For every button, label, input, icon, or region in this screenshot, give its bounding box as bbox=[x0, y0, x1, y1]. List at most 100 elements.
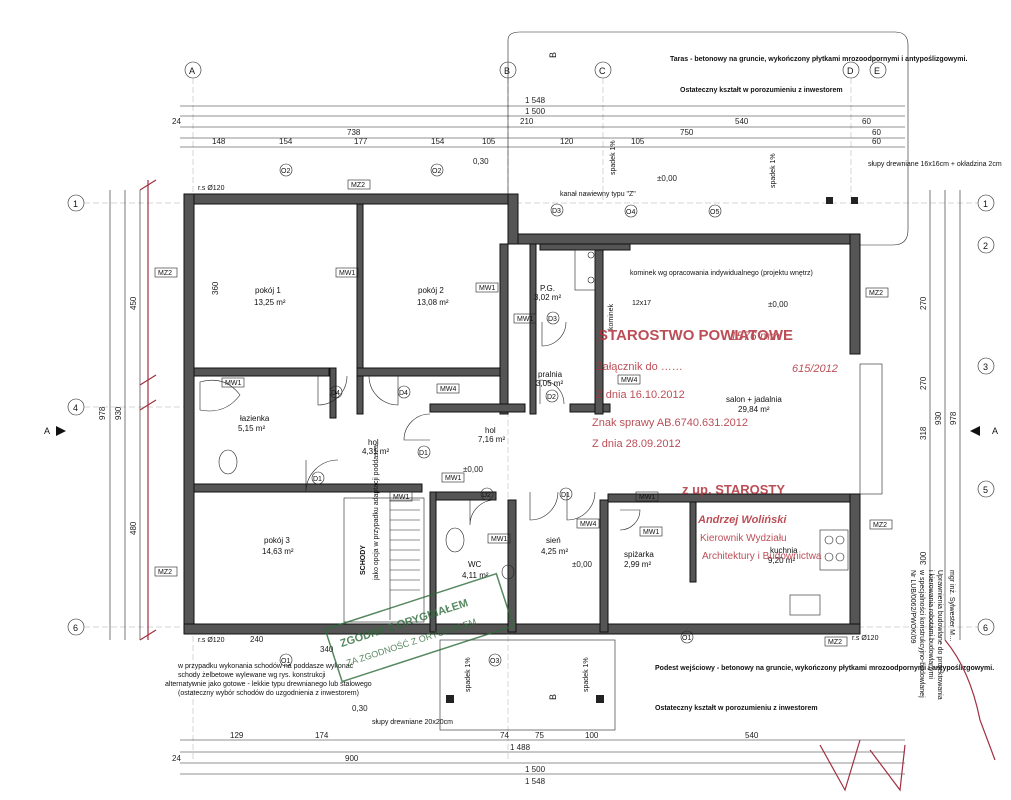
section-label: B bbox=[548, 52, 558, 58]
room-area: 14,63 m² bbox=[262, 547, 294, 556]
axis-label: 2 bbox=[983, 241, 988, 251]
axis-label: 6 bbox=[73, 623, 78, 633]
dim: 100 bbox=[585, 731, 599, 740]
dim: 74 bbox=[500, 731, 509, 740]
section-label: A bbox=[992, 426, 998, 436]
room-name: sień bbox=[546, 536, 561, 545]
approval-stamp: STAROSTWO POWIATOWE Załącznik do …… Z dn… bbox=[592, 327, 838, 562]
room-area: 4,25 m² bbox=[541, 547, 568, 556]
designer-stamp: mgr inż. Sylwester M… Uprawnienia budowl… bbox=[909, 569, 955, 700]
note-line: Podest wejściowy - betonowy na gruncie, … bbox=[655, 665, 994, 672]
wall-tag: MW1 bbox=[339, 270, 355, 277]
stamp-line: Z dnia 28.09.2012 bbox=[592, 438, 681, 450]
door-tag: D3 bbox=[552, 208, 561, 215]
axis-label: E bbox=[874, 66, 880, 76]
room-name: pokój 2 bbox=[418, 286, 444, 295]
terrace-ext bbox=[859, 363, 883, 495]
dim: 154 bbox=[279, 137, 293, 146]
dim: 154 bbox=[431, 137, 445, 146]
stamp-signed: z up. STAROSTY bbox=[682, 482, 785, 497]
room-name: pralnia bbox=[538, 370, 563, 379]
dim-height: 978 bbox=[949, 411, 958, 425]
posts bbox=[446, 197, 858, 703]
wall-tag: MW1 bbox=[517, 316, 533, 323]
wall-tag: MW4 bbox=[621, 377, 637, 384]
dim-height: 978 bbox=[98, 406, 107, 420]
designer-line: Nr LUB/0062/PWOK/09 bbox=[909, 570, 916, 644]
door-tag: D2 bbox=[482, 492, 491, 499]
wall-tags: MZ2 MZ2 MZ2 MZ2 MZ2 MZ2 MW1 MW1 MW1 MW1 … bbox=[154, 179, 893, 647]
room-area: 4,11 m² bbox=[462, 571, 489, 580]
window-tag: O1 bbox=[281, 658, 290, 665]
dim-total: 1 548 bbox=[525, 96, 546, 105]
door-tag: D2 bbox=[547, 394, 556, 401]
room-area: 2,99 m² bbox=[624, 560, 651, 569]
terrace-note: Taras - betonowy na gruncie, wykończony … bbox=[670, 56, 967, 94]
room-name: pokój 3 bbox=[264, 536, 290, 545]
room-area: 3,05 m² bbox=[536, 379, 563, 388]
fireplace-size: 12x17 bbox=[632, 300, 651, 307]
room-name: spiżarka bbox=[624, 550, 654, 559]
dim: 60 bbox=[862, 117, 871, 126]
dim: 540 bbox=[745, 731, 759, 740]
designer-line: w specjalności konstrukcyjno-budowlanej bbox=[918, 569, 925, 698]
room-name: kuchnia bbox=[770, 546, 798, 555]
pipe-label: r.s Ø120 bbox=[198, 637, 225, 644]
window-tag: O4 bbox=[626, 209, 635, 216]
grid-lines bbox=[84, 78, 978, 760]
room-area: 13,08 m² bbox=[417, 298, 449, 307]
interior-walls bbox=[193, 203, 851, 633]
window-tag: O3 bbox=[490, 658, 499, 665]
window-tag: O1 bbox=[682, 635, 691, 642]
dim: 900 bbox=[345, 754, 359, 763]
pipe-label: r.s Ø120 bbox=[198, 185, 225, 192]
room-area: 9,20 m² bbox=[768, 556, 795, 565]
level-mark: ±0,00 bbox=[768, 300, 789, 309]
dim: 738 bbox=[347, 128, 361, 137]
dim: 270 bbox=[919, 376, 928, 390]
level-mark: 0,30 bbox=[473, 157, 489, 166]
dim: 174 bbox=[315, 731, 329, 740]
fixtures bbox=[199, 249, 849, 616]
dim: 60 bbox=[872, 128, 881, 137]
wall-tag: MW1 bbox=[639, 494, 655, 501]
room-area: 5,15 m² bbox=[238, 424, 265, 433]
axis-markers-side: 1 4 6 1 2 3 5 6 bbox=[67, 194, 995, 636]
axis-markers-top: A B C D E bbox=[184, 61, 887, 79]
room-name: WC bbox=[468, 560, 482, 569]
dim: 930 bbox=[934, 411, 943, 425]
note-line: Taras - betonowy na gruncie, wykończony … bbox=[670, 56, 967, 63]
axis-label: 1 bbox=[73, 199, 78, 209]
fireplace-label: kominek bbox=[608, 303, 615, 330]
dim: 210 bbox=[520, 117, 534, 126]
designer-name: mgr inż. Sylwester M… bbox=[948, 570, 955, 642]
dimensions-left bbox=[109, 190, 141, 640]
dim: 120 bbox=[560, 137, 574, 146]
axis-label: B bbox=[504, 66, 510, 76]
wall-tag: MZ2 bbox=[158, 270, 172, 277]
entrance-note: Podest wejściowy - betonowy na gruncie, … bbox=[655, 665, 994, 712]
door-tag: D3 bbox=[548, 316, 557, 323]
dim: 177 bbox=[354, 137, 368, 146]
room-name: pokój 1 bbox=[255, 286, 281, 295]
dim: 24 bbox=[172, 754, 181, 763]
slope-note: spadek 1% bbox=[770, 153, 777, 188]
room-area: 3,02 m² bbox=[534, 293, 561, 302]
wall-tag: MZ2 bbox=[873, 522, 887, 529]
room-area: 7,16 m² bbox=[478, 435, 505, 444]
dim: 105 bbox=[631, 137, 645, 146]
window-tag: O2 bbox=[432, 168, 441, 175]
note-line: alternatywnie jako gotowe - lekkie typu … bbox=[165, 681, 372, 688]
terrace-outline bbox=[507, 31, 909, 246]
entrance-platform-outline bbox=[439, 639, 616, 731]
dim-total: 1 548 bbox=[525, 777, 546, 786]
axis-label: 5 bbox=[983, 485, 988, 495]
dim: 129 bbox=[230, 731, 244, 740]
wall-tag: MW1 bbox=[393, 494, 409, 501]
room-name: hol bbox=[368, 438, 379, 447]
stamp-handwritten: 615/2012 bbox=[792, 363, 838, 375]
dim: 1 500 bbox=[525, 765, 546, 774]
stamp-line: Z dnia 16.10.2012 bbox=[596, 389, 685, 401]
section-label: B bbox=[548, 694, 558, 700]
room-name: hol bbox=[485, 426, 496, 435]
